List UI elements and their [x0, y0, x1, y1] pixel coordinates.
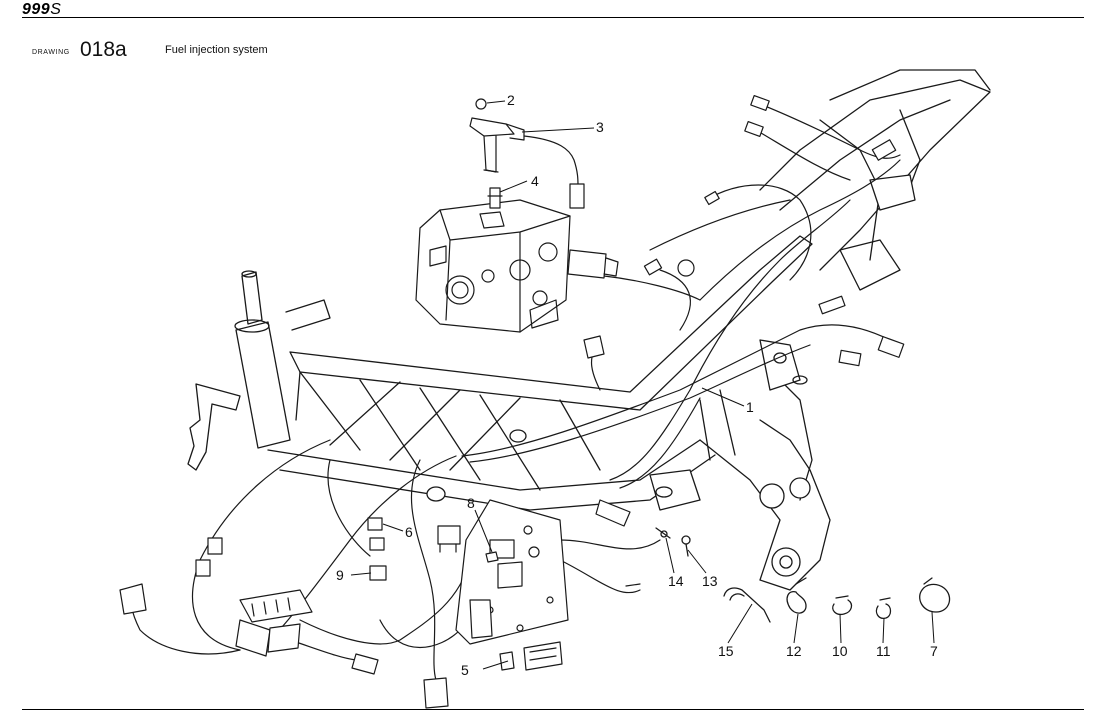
callout-2: 2 [507, 92, 515, 108]
callout-3: 3 [596, 119, 604, 135]
callout-15: 15 [718, 643, 734, 659]
callout-11: 11 [876, 643, 891, 659]
model-suffix: S [50, 1, 62, 18]
callout-8: 8 [467, 495, 475, 511]
ecu-bracket [239, 499, 569, 671]
header-rule [22, 17, 1084, 18]
callout-4: 4 [531, 173, 539, 189]
fuel-injector [469, 98, 585, 209]
drawing-number: 018a [80, 38, 127, 61]
motorcycle-frame [187, 69, 991, 591]
callout-14: 14 [668, 573, 684, 589]
callout-6: 6 [405, 524, 413, 540]
callout-1: 1 [746, 399, 754, 415]
callout-5: 5 [461, 662, 469, 678]
model-logo: 999S [22, 1, 61, 19]
callout-13: 13 [702, 573, 718, 589]
callout-12: 12 [786, 643, 802, 659]
clamp-parts [655, 527, 951, 623]
main-wiring-harness [119, 94, 905, 709]
model-number: 999 [22, 1, 51, 18]
callout-leaders [350, 100, 935, 670]
footer-rule [22, 709, 1084, 710]
drawing-keyword: DRAWING [32, 49, 70, 56]
callout-labels: 1 2 3 4 5 6 7 8 9 10 11 12 13 14 15 [336, 92, 938, 678]
drawing-title: Fuel injection system [165, 44, 268, 56]
cylinder-head-assembly [415, 199, 571, 333]
callout-9: 9 [336, 567, 344, 583]
callout-10: 10 [832, 643, 848, 659]
callout-7: 7 [930, 643, 938, 659]
